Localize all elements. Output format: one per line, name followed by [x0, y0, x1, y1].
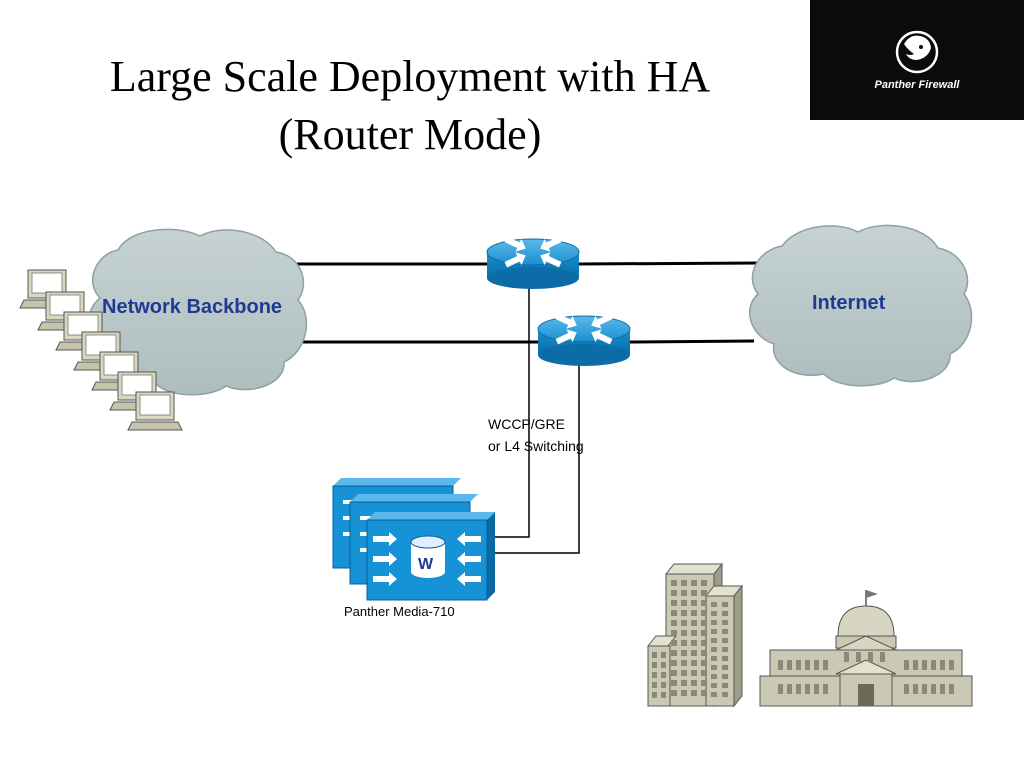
connection-lines — [290, 261, 763, 554]
link-router1-internet — [577, 261, 763, 266]
wccp-label-line-2: or L4 Switching — [488, 438, 584, 454]
slide-title: Large Scale Deployment with HA (Router M… — [40, 48, 780, 164]
router-arrows-icon — [555, 313, 613, 345]
network-backbone-label: Network Backbone — [102, 296, 283, 318]
capitol-building-icon — [759, 590, 973, 707]
router-1 — [486, 236, 580, 289]
appliance-front — [366, 512, 495, 601]
logo-text: Panther Firewall — [874, 79, 960, 91]
router-arrows-icon — [504, 236, 562, 268]
internet-cloud — [748, 224, 973, 387]
panther-logo: Panther Firewall — [810, 0, 1024, 120]
title-line-1: Large Scale Deployment with HA — [109, 52, 711, 101]
wccp-label-line-1: WCCP/GRE — [488, 416, 565, 432]
title-line-2: (Router Mode) — [278, 110, 542, 159]
workstation-computer-icon — [127, 391, 183, 431]
office-buildings-icon — [646, 562, 744, 708]
router-2 — [537, 313, 631, 366]
appliance-badge: W — [418, 556, 434, 573]
media-label: Panther Media-710 — [344, 604, 455, 619]
panther-media-appliances — [332, 478, 495, 601]
database-icon — [410, 535, 446, 578]
link-router2-internet — [629, 339, 755, 344]
panther-head-icon — [895, 30, 939, 74]
link-router1-appliance — [495, 288, 530, 538]
workstation-group — [19, 269, 183, 431]
arrow-icon — [373, 532, 481, 586]
link-router2-appliance — [495, 365, 580, 554]
internet-label: Internet — [812, 292, 886, 314]
